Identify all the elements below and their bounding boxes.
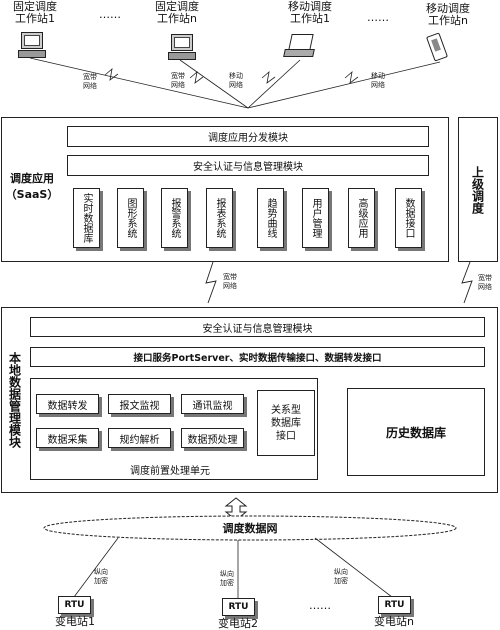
rtu-box: RTU xyxy=(378,596,411,614)
link-label: 宽带 网络 xyxy=(478,274,492,291)
network-ellipse xyxy=(43,515,457,541)
app-graphics: 图形系统 xyxy=(117,188,144,248)
lightning-icon xyxy=(205,261,217,304)
substation-label: 变电站n xyxy=(374,615,414,628)
app-trend: 趋势曲线 xyxy=(257,188,284,248)
lightning-icon xyxy=(189,70,204,84)
lightning-icon xyxy=(104,67,119,81)
saas-title: 调度应用 （SaaS） xyxy=(5,172,59,201)
station-label: 固定调度 工作站n xyxy=(155,0,199,25)
rtu-box: RTU xyxy=(58,596,91,614)
station-label: 移动调度 工作站1 xyxy=(288,0,332,25)
module-data-acquisition: 数据采集 xyxy=(36,428,99,448)
pre-processing-title: 调度前置处理单元 xyxy=(130,465,210,477)
app-report: 报表系统 xyxy=(206,188,233,248)
app-user: 用户管理 xyxy=(302,188,329,248)
ellipsis-text: …… xyxy=(367,11,389,24)
desktop-computer-icon xyxy=(18,32,46,58)
link-label: 纵向 加密 xyxy=(220,570,234,587)
app-data-interface: 数据接口 xyxy=(395,188,422,248)
lightning-icon xyxy=(344,70,359,84)
local-title: 本地数据管理模块 xyxy=(7,352,22,448)
link-label: 宽带 网络 xyxy=(171,72,185,89)
desktop-computer-icon xyxy=(168,34,196,60)
link-label: 纵向 加密 xyxy=(94,568,108,585)
station-label: 固定调度 工作站1 xyxy=(13,0,57,25)
history-database: 历史数据库 xyxy=(347,388,485,476)
ellipsis-text: …… xyxy=(309,599,331,612)
module-data-forward: 数据转发 xyxy=(36,394,99,414)
lightning-icon xyxy=(261,70,276,84)
relational-db-interface: 关系型 数据库 接口 xyxy=(257,390,315,456)
upper-dispatch-title: 上级调度 xyxy=(470,165,485,214)
app-realtime-db: 实时数据库 xyxy=(73,188,100,248)
link-label: 移动 网络 xyxy=(229,72,243,89)
substation-label: 变电站2 xyxy=(218,617,258,630)
lightning-icon xyxy=(461,261,473,304)
module-message-monitor: 报文监视 xyxy=(108,394,171,414)
link-label: 移动 网络 xyxy=(371,72,385,89)
app-advanced: 高级应用 xyxy=(348,188,375,248)
station-link-line xyxy=(247,59,301,109)
module-protocol-parse: 规约解析 xyxy=(108,428,171,448)
station-link-line xyxy=(247,61,441,109)
app-alarm: 报警系统 xyxy=(161,188,188,248)
dispatch-module: 调度应用分发模块 xyxy=(67,126,429,147)
station-link-line xyxy=(179,59,249,109)
rtu-box: RTU xyxy=(222,598,255,616)
station-link-line xyxy=(29,57,249,109)
module-comm-monitor: 通讯监视 xyxy=(181,394,244,414)
link-label: 宽带 网络 xyxy=(83,73,97,90)
ellipsis-text: …… xyxy=(99,8,121,21)
substation-label: 变电站1 xyxy=(55,615,95,628)
saas-auth-module: 安全认证与信息管理模块 xyxy=(67,155,429,176)
mobile-phone-icon xyxy=(425,30,449,62)
local-auth-module: 安全认证与信息管理模块 xyxy=(30,317,485,337)
laptop-icon xyxy=(283,34,316,60)
network-label: 调度数据网 xyxy=(222,522,278,535)
link-label: 纵向 加密 xyxy=(334,568,348,585)
station-label: 移动调度 工作站n xyxy=(426,2,470,27)
interface-service-row: 接口服务PortServer、实时数据传输接口、数据转发接口 xyxy=(30,347,485,367)
upper-dispatch-box: 上级调度 xyxy=(458,117,498,262)
module-data-preprocess: 数据预处理 xyxy=(181,428,244,448)
link-label: 宽带 网络 xyxy=(223,273,237,290)
